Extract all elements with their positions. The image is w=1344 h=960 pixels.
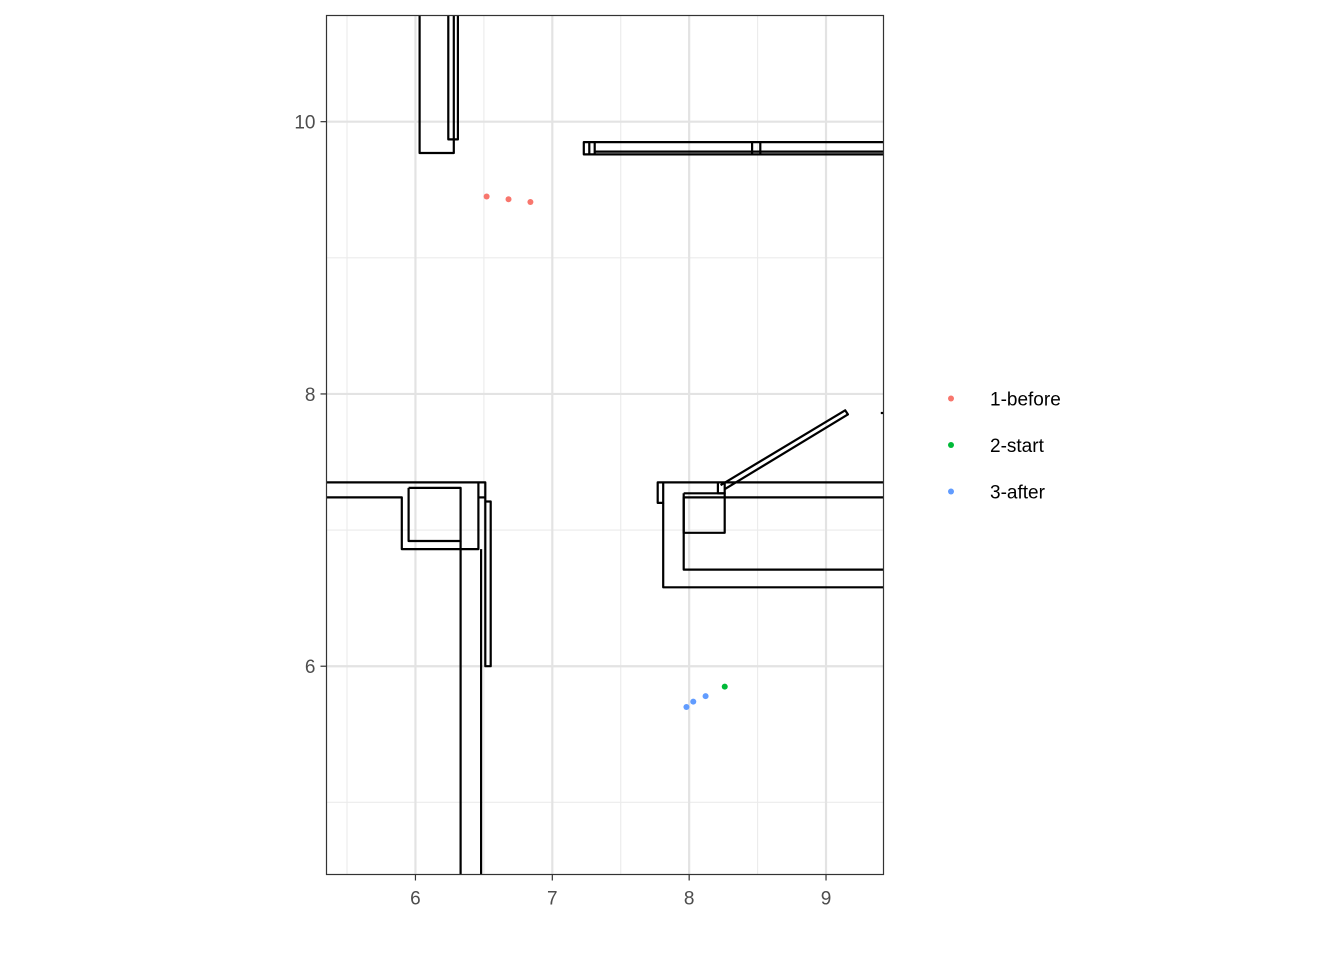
data-point-3-after	[702, 693, 709, 700]
x-tick-label: 7	[547, 889, 558, 910]
map-outline-right-wall-outer	[662, 502, 884, 589]
map-outlines	[326, 15, 884, 875]
map-outline-diagonal-bar	[720, 409, 850, 491]
legend: 1-before 2-start 3-after	[948, 390, 1061, 504]
map-outline-left-wall-bottom	[326, 482, 480, 551]
map-outline-top-left-pillar-outer	[418, 15, 455, 155]
map-outline-right-post	[716, 482, 726, 495]
map-outline-right-wall-top	[656, 481, 884, 504]
legend-label: 3-after	[990, 483, 1046, 504]
y-axis: 6 8 10	[294, 113, 327, 678]
map-outline-right-box	[682, 492, 726, 534]
map-outline-left-bar	[484, 500, 492, 668]
grid-lines	[326, 15, 884, 875]
y-tick-label: 10	[294, 113, 315, 134]
x-tick-label: 8	[684, 889, 695, 910]
x-axis: 6 7 8 9	[410, 874, 832, 910]
data-points	[483, 193, 728, 711]
plot-background	[326, 15, 884, 875]
legend-key-1-before	[948, 395, 954, 402]
x-tick-label: 6	[410, 889, 421, 910]
data-point-1-before	[505, 196, 512, 203]
legend-label: 1-before	[990, 390, 1061, 411]
y-tick-label: 8	[305, 385, 316, 406]
data-point-1-before	[483, 193, 490, 200]
data-point-3-after	[690, 698, 697, 705]
legend-key-2-start	[948, 442, 954, 448]
y-tick-label: 6	[305, 657, 316, 678]
map-outline-top-left-pillar-edge	[447, 15, 459, 141]
legend-label: 2-start	[990, 436, 1045, 457]
map-outline-top-right-wall	[582, 141, 884, 156]
data-point-2-start	[721, 683, 728, 690]
x-tick-label: 9	[821, 889, 832, 910]
plot-border	[325, 14, 885, 876]
legend-key-3-after	[948, 488, 954, 495]
data-point-3-after	[683, 704, 690, 711]
map-outline-left-wall-top	[326, 481, 487, 502]
data-point-1-before	[527, 199, 534, 206]
